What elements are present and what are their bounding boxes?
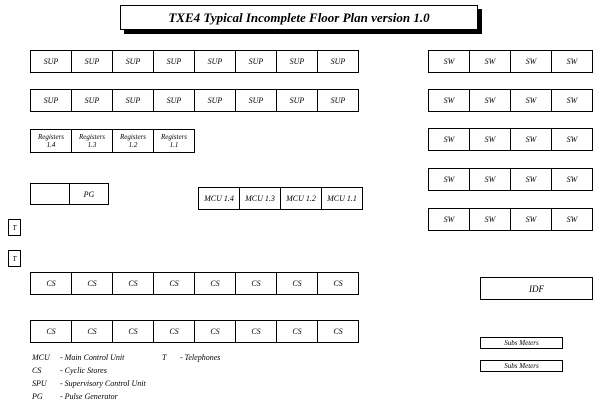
cs-box: CS (71, 272, 113, 295)
legend-def: - Cyclic Stores (60, 366, 107, 375)
legend-def: - Main Control Unit (60, 353, 125, 362)
floor-plan-title: TXE4 Typical Incomplete Floor Plan versi… (120, 5, 478, 30)
cs-box: CS (235, 320, 277, 343)
cs-box: CS (235, 272, 277, 295)
mcu-box: MCU 1.2 (280, 187, 322, 210)
sw-row-1: SW SW SW SW (428, 50, 593, 73)
cs-box: CS (112, 320, 154, 343)
sup-box: SUP (71, 50, 113, 73)
sup-box: SUP (30, 89, 72, 112)
sw-box: SW (510, 128, 552, 151)
sup-box: SUP (153, 50, 195, 73)
sw-box: SW (551, 89, 593, 112)
cs-box: CS (194, 272, 236, 295)
legend-entry: SPU - Supervisory Control Unit (32, 377, 146, 390)
sw-box: SW (510, 208, 552, 231)
subs-meters-box: Subs Meters (480, 360, 563, 372)
sup-box: SUP (317, 50, 359, 73)
sw-box: SW (469, 168, 511, 191)
sw-box: SW (551, 128, 593, 151)
telephone-box: T (8, 219, 21, 236)
legend-term: T (162, 353, 167, 362)
legend-entry: PG - Pulse Generator (32, 390, 146, 403)
sw-box: SW (510, 50, 552, 73)
cs-box: CS (276, 272, 318, 295)
cs-box: CS (30, 272, 72, 295)
cs-box: CS (317, 320, 359, 343)
cs-box: CS (71, 320, 113, 343)
mcu-box: MCU 1.1 (321, 187, 363, 210)
legend-def: - Telephones (180, 353, 221, 362)
cs-box: CS (112, 272, 154, 295)
sup-box: SUP (317, 89, 359, 112)
sup-box: SUP (153, 89, 195, 112)
registers-row: Registers 1.4 Registers 1.3 Registers 1.… (30, 129, 195, 153)
sw-box: SW (428, 168, 470, 191)
cs-box: CS (30, 320, 72, 343)
sw-box: SW (469, 50, 511, 73)
register-box: Registers 1.4 (30, 129, 72, 153)
cs-box: CS (153, 320, 195, 343)
sw-row-2: SW SW SW SW (428, 89, 593, 112)
mcu-box: MCU 1.4 (198, 187, 240, 210)
sup-row-1: SUP SUP SUP SUP SUP SUP SUP SUP (30, 50, 359, 73)
sup-box: SUP (276, 50, 318, 73)
legend-def: - Supervisory Control Unit (60, 379, 146, 388)
legend-entry-telephones: T - Telephones (162, 351, 220, 364)
register-box: Registers 1.2 (112, 129, 154, 153)
sup-box: SUP (194, 89, 236, 112)
sw-box: SW (428, 50, 470, 73)
sup-box: SUP (30, 50, 72, 73)
sw-box: SW (469, 89, 511, 112)
sup-row-2: SUP SUP SUP SUP SUP SUP SUP SUP (30, 89, 359, 112)
register-box: Registers 1.1 (153, 129, 195, 153)
legend-entry: CS - Cyclic Stores (32, 364, 146, 377)
legend-term: SPU (32, 379, 47, 388)
cs-box: CS (194, 320, 236, 343)
legend-entry: MCU - Main Control Unit (32, 351, 146, 364)
empty-box (30, 183, 70, 205)
sw-box: SW (551, 168, 593, 191)
register-box: Registers 1.3 (71, 129, 113, 153)
sup-box: SUP (194, 50, 236, 73)
sw-box: SW (428, 208, 470, 231)
sw-row-3: SW SW SW SW (428, 128, 593, 151)
sw-box: SW (469, 128, 511, 151)
idf-box: IDF (480, 277, 593, 300)
subs-meters-box: Subs Meters (480, 337, 563, 349)
cs-row-2: CS CS CS CS CS CS CS CS (30, 320, 359, 343)
sup-box: SUP (276, 89, 318, 112)
legend-def: - Pulse Generator (60, 392, 118, 401)
sw-box: SW (428, 128, 470, 151)
sw-row-5: SW SW SW SW (428, 208, 593, 231)
mcu-box: MCU 1.3 (239, 187, 281, 210)
legend-term: PG (32, 392, 43, 401)
sw-box: SW (469, 208, 511, 231)
sup-box: SUP (71, 89, 113, 112)
mcu-row: MCU 1.4 MCU 1.3 MCU 1.2 MCU 1.1 (198, 187, 363, 210)
pg-row: PG (30, 183, 109, 205)
sup-box: SUP (235, 89, 277, 112)
sup-box: SUP (112, 50, 154, 73)
legend: MCU - Main Control Unit CS - Cyclic Stor… (32, 351, 146, 403)
cs-box: CS (276, 320, 318, 343)
pg-box: PG (69, 183, 109, 205)
sw-box: SW (428, 89, 470, 112)
legend-term: MCU (32, 353, 50, 362)
cs-box: CS (153, 272, 195, 295)
telephone-box: T (8, 250, 21, 267)
legend-term: CS (32, 366, 42, 375)
cs-row-1: CS CS CS CS CS CS CS CS (30, 272, 359, 295)
sw-row-4: SW SW SW SW (428, 168, 593, 191)
sup-box: SUP (235, 50, 277, 73)
sw-box: SW (551, 208, 593, 231)
sup-box: SUP (112, 89, 154, 112)
sw-box: SW (510, 89, 552, 112)
sw-box: SW (551, 50, 593, 73)
cs-box: CS (317, 272, 359, 295)
sw-box: SW (510, 168, 552, 191)
